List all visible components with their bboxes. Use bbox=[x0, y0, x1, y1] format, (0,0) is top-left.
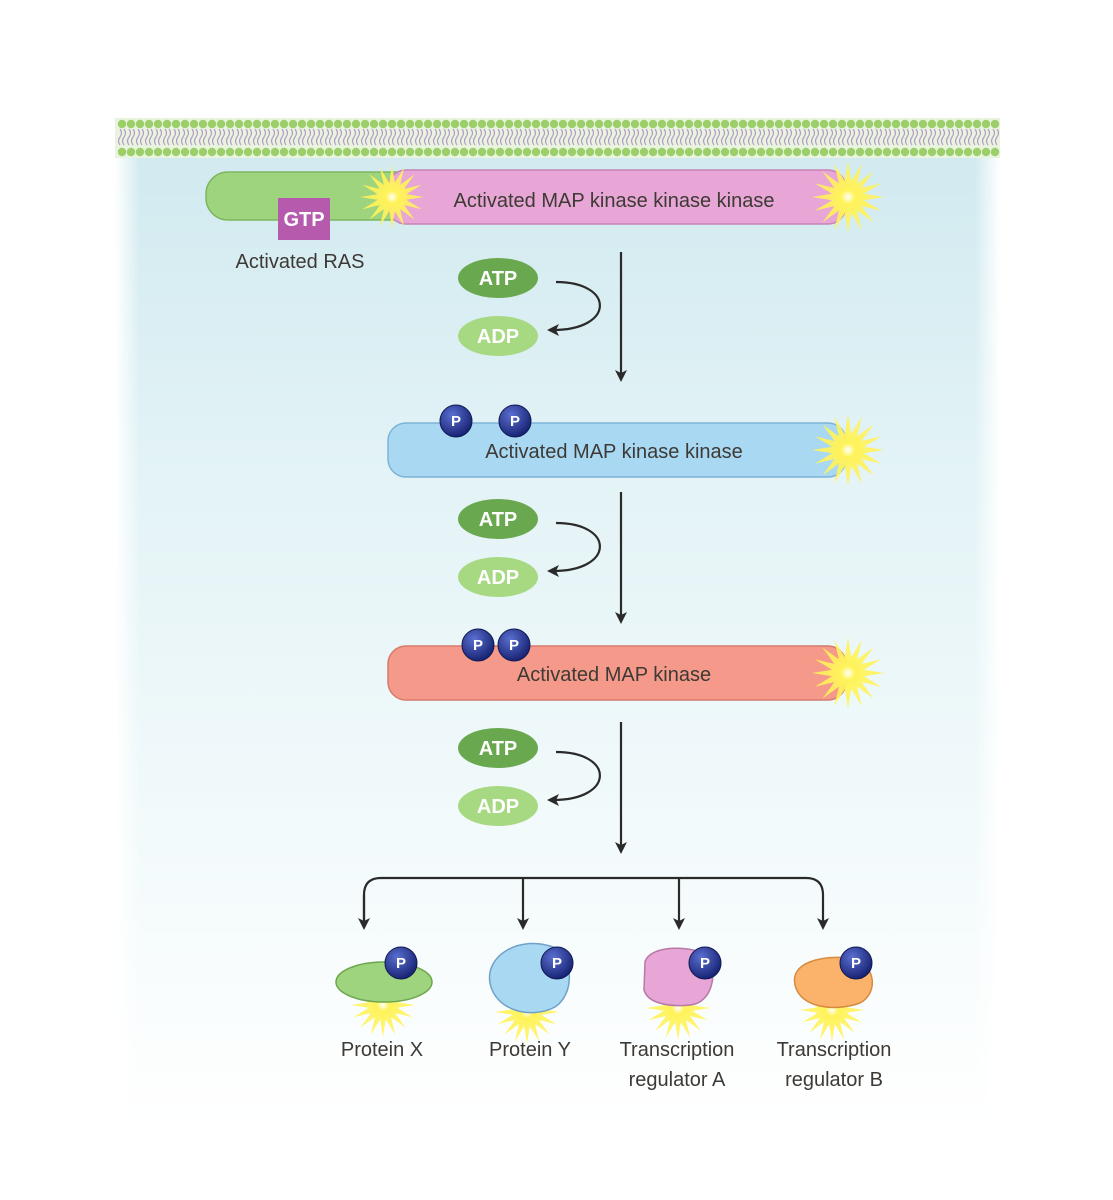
mapk-label: Activated MAP kinase bbox=[517, 664, 711, 686]
activation-glow bbox=[812, 414, 884, 486]
curved-arrow-icon bbox=[547, 280, 601, 336]
phosphate-label: P bbox=[700, 955, 710, 972]
phosphate-icon: P bbox=[540, 946, 574, 980]
phosphate-label: P bbox=[396, 955, 406, 972]
target-transcription-regulator-a: P Transcription regulator A bbox=[620, 946, 735, 1091]
phosphate-icon: P bbox=[839, 946, 873, 980]
target-label: Protein X bbox=[341, 1039, 423, 1061]
gtp-badge bbox=[278, 198, 330, 240]
phosphate-icon: P bbox=[498, 404, 532, 438]
branch-arrows bbox=[358, 876, 829, 930]
membrane-lipid-heads bbox=[117, 119, 1000, 157]
phosphate-label: P bbox=[510, 413, 520, 430]
activated-mapkk: P P Activated MAP kinase kinase bbox=[387, 404, 884, 486]
protein-x-shape bbox=[335, 961, 433, 1003]
curved-arrow-icon bbox=[547, 521, 601, 577]
cell-membrane bbox=[115, 118, 1000, 158]
target-label: Protein Y bbox=[489, 1039, 571, 1061]
mapkkk-label: Activated MAP kinase kinase kinase bbox=[454, 190, 775, 212]
atp-label: ATP bbox=[479, 268, 518, 290]
target-transcription-regulator-b: P Transcription regulator B bbox=[777, 946, 892, 1091]
atp-label: ATP bbox=[479, 738, 518, 760]
phosphate-label: P bbox=[509, 637, 519, 654]
curved-arrow-icon bbox=[547, 750, 601, 806]
activated-mapk: P P Activated MAP kinase bbox=[387, 628, 884, 709]
activation-glow bbox=[812, 161, 884, 233]
phosphate-icon: P bbox=[688, 946, 722, 980]
target-protein-y: P Protein Y bbox=[488, 942, 574, 1061]
activated-ras: GTP Activated RAS bbox=[205, 171, 427, 273]
atp-label: ATP bbox=[479, 509, 518, 531]
activated-mapkkk: Activated MAP kinase kinase kinase bbox=[360, 161, 884, 233]
adp-label: ADP bbox=[477, 567, 519, 589]
atp-to-adp-step-3: ATP ADP bbox=[458, 722, 627, 854]
activation-glow bbox=[360, 165, 424, 229]
target-label-line1: Transcription bbox=[777, 1039, 892, 1061]
phosphate-icon: P bbox=[439, 404, 473, 438]
phosphate-label: P bbox=[851, 955, 861, 972]
adp-label: ADP bbox=[477, 326, 519, 348]
atp-to-adp-step-1: ATP ADP bbox=[458, 252, 627, 382]
gtp-label: GTP bbox=[283, 209, 324, 231]
phosphate-icon: P bbox=[497, 628, 531, 662]
adp-label: ADP bbox=[477, 796, 519, 818]
target-protein-x: P Protein X bbox=[335, 946, 433, 1061]
atp-to-adp-step-2: ATP ADP bbox=[458, 492, 627, 624]
activation-glow bbox=[812, 637, 884, 709]
phosphate-label: P bbox=[552, 955, 562, 972]
mapkk-label: Activated MAP kinase kinase bbox=[485, 441, 743, 463]
ras-label: Activated RAS bbox=[236, 251, 365, 273]
target-label-line2: regulator A bbox=[629, 1069, 726, 1091]
phosphate-icon: P bbox=[461, 628, 495, 662]
target-label-line2: regulator B bbox=[785, 1069, 883, 1091]
phosphate-label: P bbox=[473, 637, 483, 654]
target-label-line1: Transcription bbox=[620, 1039, 735, 1061]
phosphate-label: P bbox=[451, 413, 461, 430]
phosphate-icon: P bbox=[384, 946, 418, 980]
